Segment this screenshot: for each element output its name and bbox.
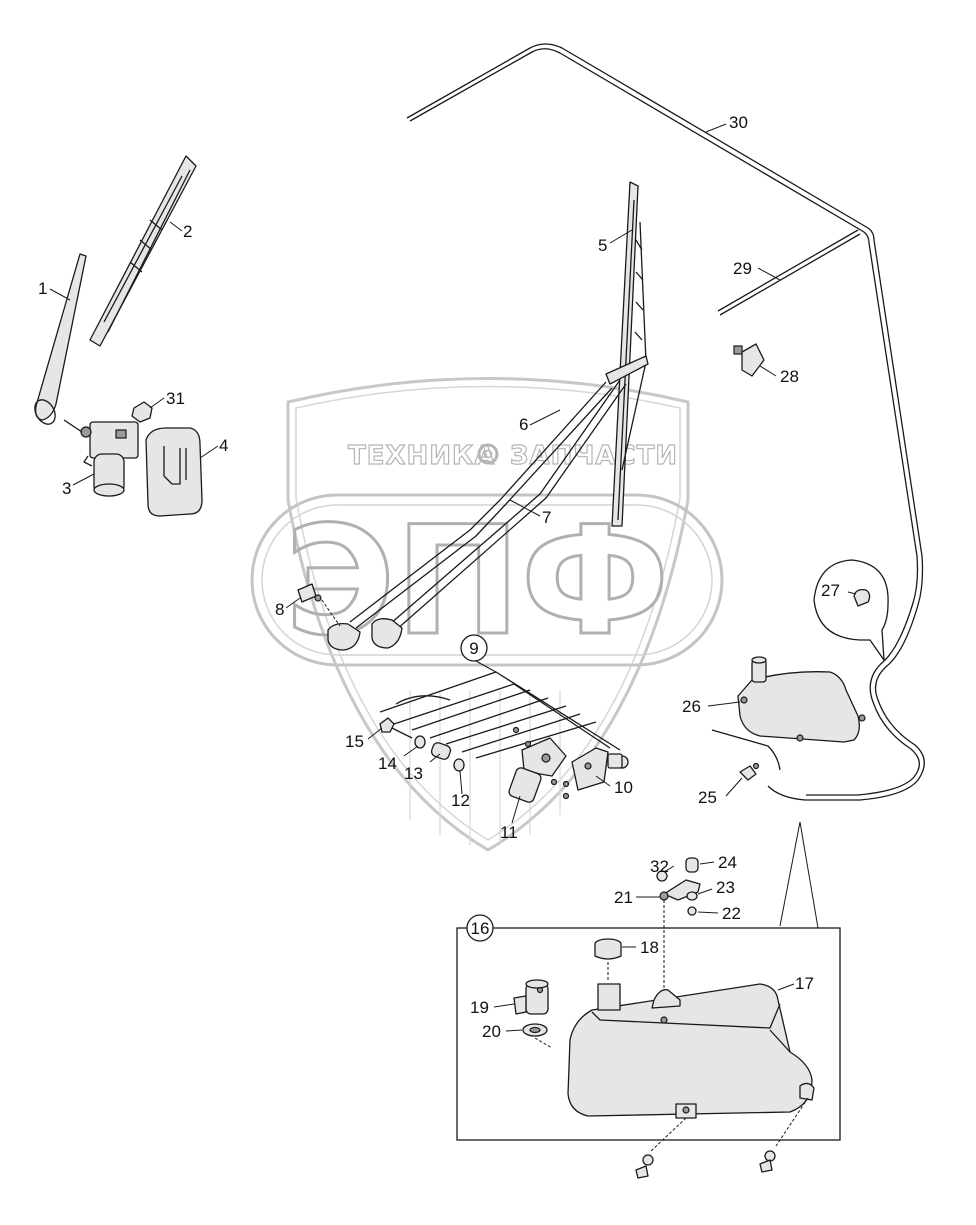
wiper-arm-6 xyxy=(371,355,649,649)
bracket-10 xyxy=(571,747,629,791)
callout-16-circle xyxy=(466,914,494,942)
wiper-blade-2 xyxy=(89,155,197,347)
watermark-text-right: ЗАПЧАСТИ xyxy=(510,441,678,471)
callout-20: 20 xyxy=(482,1022,501,1041)
callout-31: 31 xyxy=(166,389,185,408)
callout-21: 21 xyxy=(614,888,633,907)
wiper-blade-5 xyxy=(611,181,647,527)
callout-6: 6 xyxy=(519,415,528,434)
washer-tank-26 xyxy=(711,656,866,771)
callout-3: 3 xyxy=(62,479,71,498)
callout-7: 7 xyxy=(542,508,551,527)
callout-11: 11 xyxy=(500,823,518,842)
callout-15: 15 xyxy=(345,732,364,751)
motor-cover-4 xyxy=(145,427,203,517)
washer-14 xyxy=(414,735,426,749)
clamp-27-detail xyxy=(813,559,889,661)
check-valve-28 xyxy=(733,343,765,377)
callout-8: 8 xyxy=(275,600,284,619)
washer-hose-29 xyxy=(717,229,861,316)
nut-31 xyxy=(131,401,153,423)
callout-4: 4 xyxy=(219,436,228,455)
wiper-arm-7 xyxy=(327,381,613,651)
bracket-21 xyxy=(659,879,701,901)
callout-32: 32 xyxy=(650,857,669,876)
callout-1: 1 xyxy=(38,279,47,298)
callout-14: 14 xyxy=(378,754,397,773)
cap-24 xyxy=(685,857,699,873)
wiper-motor-3 xyxy=(63,419,139,497)
gear-icon xyxy=(477,443,499,465)
fitting-25 xyxy=(739,762,760,781)
callout-9-circle xyxy=(460,634,488,662)
nut-12 xyxy=(453,758,465,772)
wiper-arm-1 xyxy=(34,253,87,425)
small-screws xyxy=(512,726,570,800)
tank-17 xyxy=(567,983,815,1119)
callout-13: 13 xyxy=(404,764,423,783)
bolt-15 xyxy=(379,717,413,739)
leader-lines xyxy=(49,123,857,1032)
callout-12: 12 xyxy=(451,791,470,810)
callout-17: 17 xyxy=(795,974,814,993)
callout-2: 2 xyxy=(183,222,192,241)
washer-23 xyxy=(686,891,698,901)
callout-23: 23 xyxy=(716,878,735,897)
gearbox-11 xyxy=(508,737,567,803)
watermark: ТЕХНИКА ЗАПЧАСТИ ЭПФ xyxy=(250,377,724,852)
screw-22 xyxy=(687,906,697,916)
callout-16: 16 xyxy=(471,919,490,938)
callout-10: 10 xyxy=(614,778,633,797)
callout-30: 30 xyxy=(729,113,748,132)
callout-19: 19 xyxy=(470,998,489,1017)
pump-19 xyxy=(513,979,549,1015)
fitting-8 xyxy=(297,583,341,627)
callout-25: 25 xyxy=(698,788,717,807)
callout-27: 27 xyxy=(821,581,840,600)
watermark-text-left: ТЕХНИКА xyxy=(348,441,495,471)
bushing-13 xyxy=(430,742,452,760)
callout-5: 5 xyxy=(598,236,607,255)
bottom-screws xyxy=(635,1097,809,1179)
callout-18: 18 xyxy=(640,938,659,957)
screw-32 xyxy=(656,870,668,882)
callout-24: 24 xyxy=(718,853,737,872)
callout-29: 29 xyxy=(733,259,752,278)
callout-22: 22 xyxy=(722,904,741,923)
callout-26: 26 xyxy=(682,697,701,716)
detail-box-16 xyxy=(456,927,841,1141)
callout-9: 9 xyxy=(469,639,478,658)
washer-hose-30 xyxy=(406,43,925,801)
grommet-20 xyxy=(522,1023,553,1049)
callout-labels: 1 2 3 4 5 6 7 8 9 10 11 12 13 14 15 16 1… xyxy=(38,113,840,1041)
cap-18 xyxy=(594,938,622,980)
callout-28: 28 xyxy=(780,367,799,386)
